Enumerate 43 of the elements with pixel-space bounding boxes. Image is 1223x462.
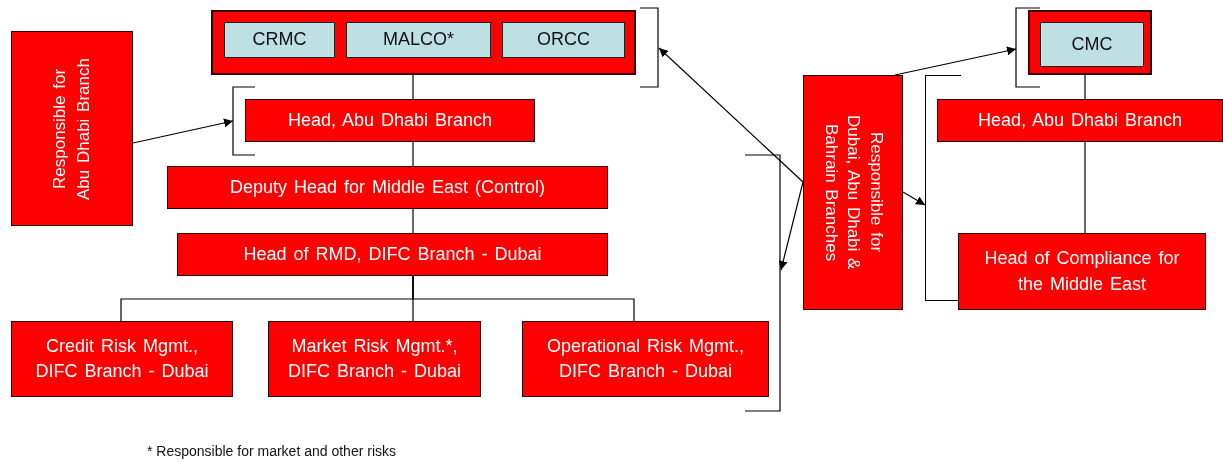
box-label: Head, Abu Dhabi Branch — [976, 108, 1184, 132]
committee-box — [346, 22, 491, 58]
org-box — [803, 75, 903, 310]
box-label: Credit Risk Mgmt., DIFC Branch - Dubai — [34, 334, 210, 383]
connector-line — [412, 141, 414, 167]
box-label: Market Risk Mgmt.*, DIFC Branch - Dubai — [286, 334, 463, 383]
box-label: CMC — [1071, 32, 1113, 56]
box-label: Deputy Head for Middle East (Control) — [228, 175, 547, 199]
org-box — [245, 99, 535, 142]
bracket — [925, 75, 961, 301]
connector-line — [1084, 74, 1086, 100]
committee-box — [1040, 22, 1144, 67]
footnote: * Responsible for market and other risks — [147, 443, 396, 459]
arrow — [132, 118, 234, 144]
arrow — [894, 46, 1017, 76]
box-label: Operational Risk Mgmt., DIFC Branch - Dubai — [545, 334, 746, 383]
connector-line — [1084, 141, 1086, 234]
box-label: CRMC — [252, 28, 307, 52]
committee-frame — [211, 10, 636, 75]
box-label: Head of RMD, DIFC Branch - Dubai — [242, 242, 543, 266]
arrow — [658, 47, 804, 183]
box-label: Responsible for Abu Dhabi Branch — [49, 56, 94, 202]
connector-line — [412, 275, 635, 322]
committee-box — [224, 22, 335, 58]
org-box — [958, 233, 1206, 310]
committee-box — [502, 22, 625, 58]
committee-frame — [1028, 10, 1152, 75]
org-box — [177, 233, 608, 276]
org-box — [937, 99, 1223, 142]
org-box — [167, 166, 608, 209]
box-label: ORCC — [537, 28, 590, 52]
connector-line — [412, 74, 414, 100]
box-label: Head, Abu Dhabi Branch — [286, 108, 494, 132]
org-box — [268, 321, 481, 397]
arrow — [778, 181, 804, 271]
arrow — [902, 191, 926, 206]
org-box — [11, 31, 133, 226]
connector-line — [412, 208, 414, 234]
org-box — [522, 321, 769, 397]
box-label: MALCO* — [383, 28, 454, 52]
box-label: Responsible for Dubai, Abu Dhabi & Bahrain Branches — [820, 114, 888, 272]
org-box — [11, 321, 233, 397]
box-label: Head of Compliance for the Middle East — [983, 247, 1181, 296]
